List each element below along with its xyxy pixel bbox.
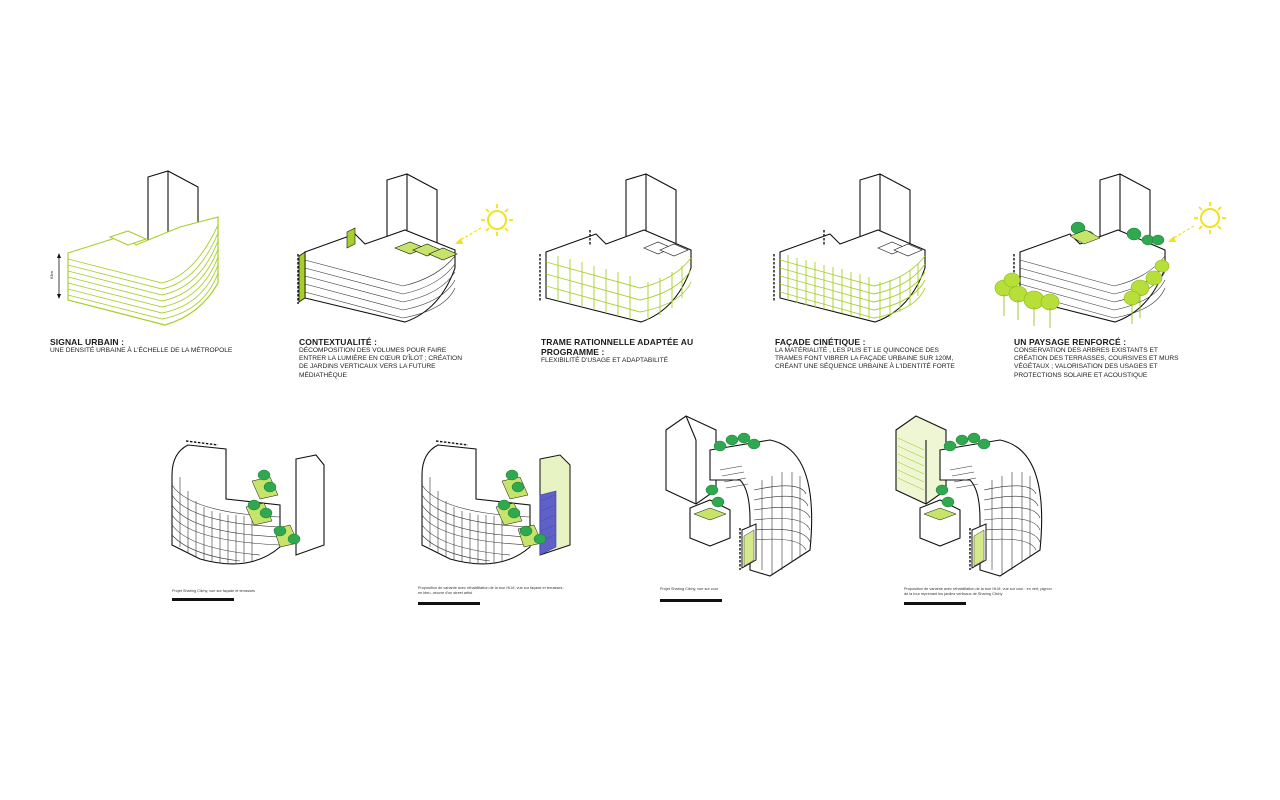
massing-drawing [297,173,513,323]
tree-icon [705,432,761,508]
caption-rule [418,602,480,605]
caption-body: CONSERVATION DES ARBRES EXISTANTS ET CRÉ… [1014,347,1179,379]
diagram-trame-rationnelle [536,170,716,335]
view-facade-terrasses [160,435,340,585]
axonometric-drawing [665,415,813,577]
caption-title: CONTEXTUALITÉ : [299,337,377,347]
caption-title: TRAME RATIONNELLE ADAPTÉE AU PROGRAMME : [541,337,694,357]
tree-icon [247,469,301,545]
view-caption: Proposition de variante avec réhabilitat… [904,587,1052,596]
facade-grid [545,256,692,320]
view-caption: Proposition de variante avec réhabilitat… [418,586,565,595]
caption-trame-rationnelle: TRAME RATIONNELLE ADAPTÉE AU PROGRAMME :… [541,337,741,365]
caption-rule [904,602,966,605]
massing-drawing [539,173,692,323]
tree-icon [497,469,547,545]
massing-drawing: 63m [49,170,219,326]
view-variante-facade [410,435,590,585]
caption-title: FAÇADE CINÉTIQUE : [775,337,866,347]
caption-body: UNE DENSITÉ URBAINE À L'ÉCHELLE DE LA MÉ… [50,347,233,354]
diagram-paysage-renforce [990,170,1230,335]
caption-title: SIGNAL URBAIN : [50,337,125,347]
sun-icon [455,204,513,244]
caption-contextualite: CONTEXTUALITÉ : DÉCOMPOSITION DES VOLUME… [299,337,464,380]
caption-title: UN PAYSAGE RENFORCÉ : [1014,337,1127,347]
massing-drawing [994,173,1226,328]
axonometric-drawing [421,440,571,565]
vertical-garden [298,251,306,303]
floor-lines [67,224,219,320]
view-cour [650,410,830,585]
caption-body: DÉCOMPOSITION DES VOLUMES POUR FAIRE ENT… [299,347,462,379]
view-variante-cour [880,410,1060,585]
axonometric-drawing [171,440,325,565]
diagram-signal-urbain: 63m [49,165,240,335]
caption-rule [660,599,722,602]
view-caption: Projet Sharing Clichy, vue sur cour [660,587,719,591]
diagram-contextualite [295,170,525,335]
axonometric-drawing [895,415,1043,577]
sun-icon [1168,202,1226,242]
caption-rule [172,598,234,601]
caption-signal-urbain: SIGNAL URBAIN : UNE DENSITÉ URBAINE À L'… [50,337,250,355]
scale-label: 63m [49,271,54,279]
massing-drawing [773,173,926,323]
facade-grid [779,255,926,320]
view-caption: Projet Sharing Clichy, vue sur façade et… [172,589,256,593]
diagram-facade-cinetique [770,170,950,335]
caption-body: LA MATÉRIALITÉ , LES PLIS ET LE QUINCONC… [775,347,955,371]
height-arrow-icon [57,253,61,299]
caption-body: FLEXIBILITÉ D'USAGE ET ADAPTABILITÉ [541,357,669,364]
caption-paysage-renforce: UN PAYSAGE RENFORCÉ : CONSERVATION DES A… [1014,337,1189,380]
tree-icon [935,432,991,508]
caption-facade-cinetique: FAÇADE CINÉTIQUE : LA MATÉRIALITÉ , LES … [775,337,955,372]
